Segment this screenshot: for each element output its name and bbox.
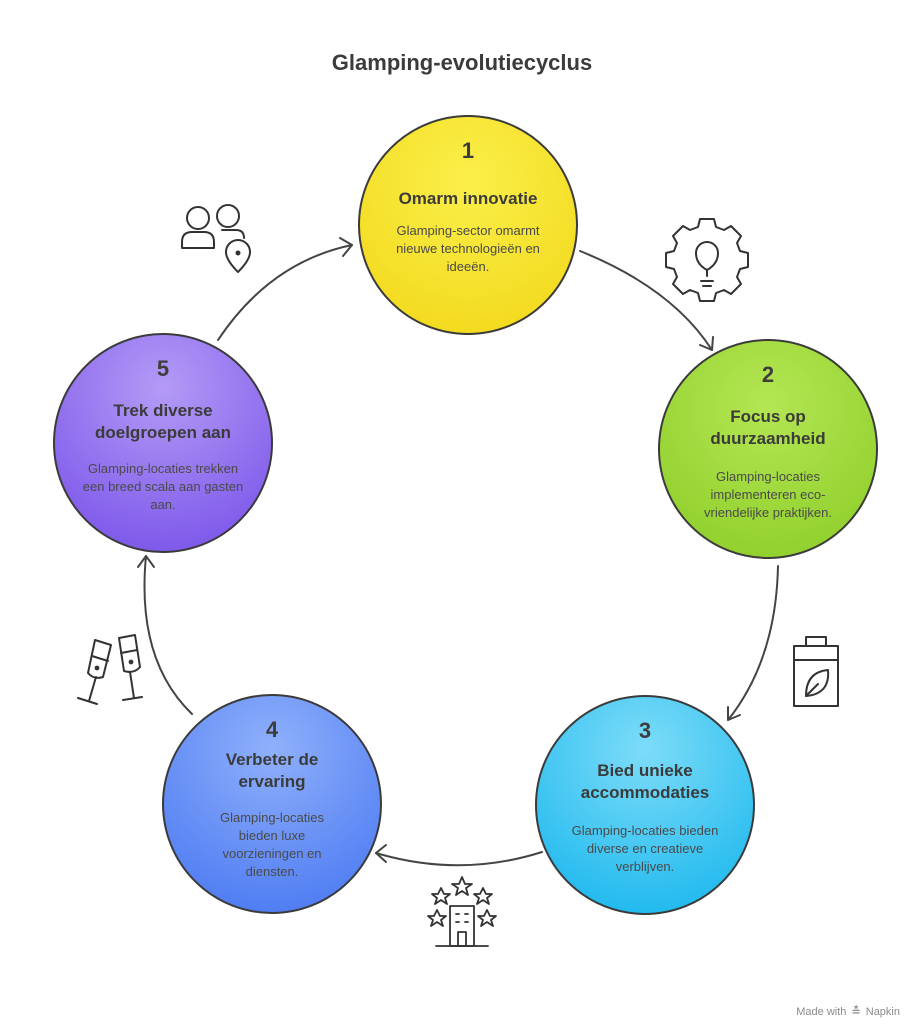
arrow-4-to-5 <box>143 555 193 715</box>
step-5-description: Glamping-locaties trekken een breed scal… <box>82 461 244 512</box>
footer-made-with: Made with <box>796 1006 847 1018</box>
step-1-description: Glamping-sector omarmt nieuwe technologi… <box>396 223 540 274</box>
arrow-1-to-2 <box>579 250 713 351</box>
step-4-description: Glamping-locaties bieden luxe voorzienin… <box>219 810 325 879</box>
step-5-number: 5 <box>156 356 170 381</box>
champagne-toast-icon <box>77 634 143 705</box>
arrow-1-to-2-head <box>699 336 714 351</box>
star-hotel-icon <box>427 876 497 947</box>
eco-battery-leaf-icon <box>793 636 839 707</box>
step-5-heading: Trek diverse doelgroepen aan <box>94 401 232 442</box>
step-4-number: 4 <box>265 717 279 742</box>
step-5: 5 Trek diverse doelgroepen aan Glamping-… <box>54 334 272 552</box>
step-3-description: Glamping-locaties bieden diverse en crea… <box>571 823 719 874</box>
arrow-2-to-3-head <box>727 706 741 721</box>
step-3: 3 Bied unieke accommodaties Glamping-loc… <box>536 696 754 914</box>
napkin-logo-icon: ≛ <box>851 1006 861 1018</box>
step-2-description: Glamping-locaties implementeren eco-vrie… <box>704 469 832 520</box>
step-3-heading: Bied unieke accommodaties <box>580 761 710 802</box>
step-2-heading: Focus op duurzaamheid <box>710 407 826 448</box>
lightbulb-gear-icon <box>665 218 749 302</box>
arrow-5-to-1-head <box>339 237 353 257</box>
step-4-circle <box>162 694 382 914</box>
diagram-title: Glamping-evolutiecyclus <box>331 50 593 75</box>
step-1: 1 Omarm innovatie Glamping-sector omarmt… <box>359 116 577 334</box>
step-1-circle <box>358 115 578 335</box>
step-1-heading: Omarm innovatie <box>398 189 538 208</box>
step-4: 4 Verbeter de ervaring Glamping-locaties… <box>163 695 381 913</box>
step-3-number: 3 <box>638 718 652 743</box>
step-2-number: 2 <box>761 362 775 387</box>
step-1-number: 1 <box>461 138 475 163</box>
people-location-icon <box>181 204 251 273</box>
arrow-4-to-5-head <box>137 555 155 568</box>
step-2: 2 Focus op duurzaamheid Glamping-locatie… <box>659 340 877 558</box>
step-3-circle <box>535 695 755 915</box>
footer-brand: Napkin <box>865 1006 900 1018</box>
arrow-5-to-1 <box>217 244 353 341</box>
footer-attribution: Made with ≛ Napkin <box>796 1005 900 1018</box>
step-4-heading: Verbeter de ervaring <box>225 750 319 791</box>
step-2-circle <box>658 339 878 559</box>
arrow-2-to-3 <box>727 565 779 721</box>
step-5-circle <box>53 333 273 553</box>
arrow-3-to-4-head <box>375 844 387 863</box>
arrow-3-to-4 <box>375 851 543 867</box>
